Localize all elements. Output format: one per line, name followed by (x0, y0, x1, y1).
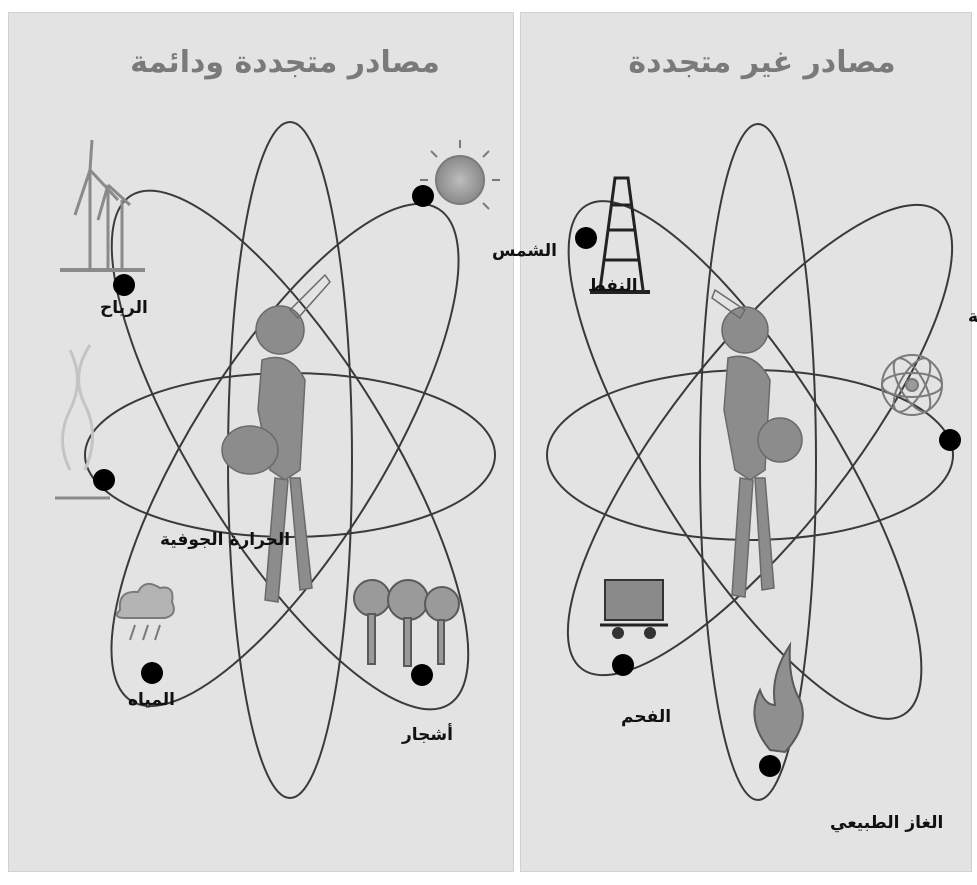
geothermal-icon (55, 344, 110, 500)
vertical-orbit (699, 123, 817, 801)
wind-turbine-icon (60, 139, 145, 272)
coal-cart-icon (600, 579, 668, 639)
non-renewable-title: مصادر غير متجددة (628, 45, 895, 80)
trees-label: أشجار (401, 723, 453, 745)
water-label: المياه (128, 690, 175, 710)
diagonal-orbit-a (110, 189, 470, 711)
central-figure (221, 273, 331, 603)
oil-node (575, 227, 597, 249)
trees-icon (353, 579, 460, 667)
diagonal-orbit-a (566, 203, 954, 677)
central-figure-right (711, 288, 803, 598)
oil-label: النفط (588, 276, 638, 296)
gas-node (759, 755, 781, 777)
diagonal-orbit-b (567, 200, 923, 720)
renewable-title: مصادر متجددة ودائمة (130, 45, 440, 80)
geothermal-node (93, 469, 115, 491)
sun-node (412, 185, 434, 207)
sun-label: الشمس (492, 241, 557, 261)
non-renewable-orbits (546, 123, 954, 801)
coal-label: الفحم (621, 707, 671, 727)
nuclear-label: الطاقة النووية (968, 307, 977, 327)
natural-gas-label: الغاز الطبيعي (830, 813, 943, 833)
nuclear-icon (881, 354, 943, 416)
diagonal-orbit-b (110, 202, 460, 708)
oil-derrick-icon (590, 176, 650, 294)
water-cloud-icon (115, 582, 175, 641)
sun-icon (420, 140, 500, 210)
non-renewable-nodes (575, 227, 961, 777)
trees-node (411, 664, 433, 686)
wind-node (113, 274, 135, 296)
geothermal-label: الحرارة الجوفية (160, 530, 290, 550)
wind-label: الرياح (100, 298, 148, 318)
coal-node (612, 654, 634, 676)
flame-icon (753, 641, 804, 754)
renewable-nodes (93, 185, 434, 686)
nuclear-node (939, 429, 961, 451)
water-node (141, 662, 163, 684)
